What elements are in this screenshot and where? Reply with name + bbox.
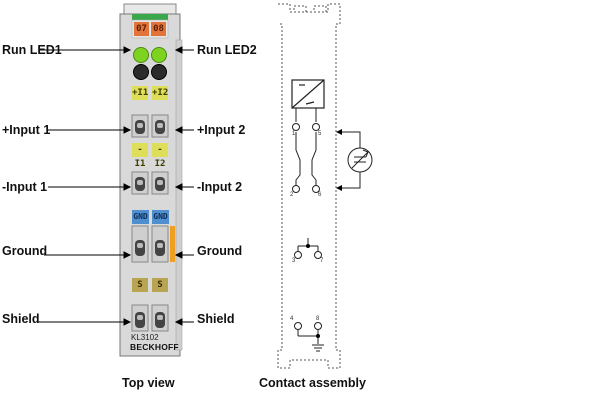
shield-chip-right: S (152, 278, 168, 292)
contact-circles (292, 123, 322, 330)
shield-chip-left: S (132, 278, 148, 292)
caption-contact-assembly: Contact assembly (259, 376, 366, 390)
terminal-row-minus (131, 171, 169, 195)
pin-5: 5 (318, 131, 322, 137)
contact-assembly-outline (277, 3, 341, 369)
caption-top-view: Top view (122, 376, 175, 390)
ground-junction-icon (306, 244, 310, 248)
terminal-row-ground (131, 225, 175, 263)
shield-junction-icon (316, 334, 320, 338)
pin-2: 2 (290, 192, 294, 198)
pin-6: 6 (318, 192, 322, 198)
terminal-row-shield (131, 304, 169, 332)
label-run-led2: Run LED2 (197, 43, 257, 57)
pin-3: 3 (292, 258, 296, 264)
ground-bar (170, 226, 175, 262)
plus-input-label-right: +I2 (152, 86, 169, 100)
run-led2-icon (151, 47, 167, 63)
sensor-arrow-top-icon (336, 129, 342, 135)
plus-input-label-left: +I1 (132, 86, 149, 100)
earth-ground-icon (312, 344, 324, 352)
label-ground-right: Ground (197, 244, 243, 258)
channel-label-left: 07 (134, 22, 149, 36)
sensor-arrow-bottom-icon (336, 185, 342, 191)
terminal-row-plus (131, 114, 169, 138)
pin-7: 7 (320, 258, 324, 264)
label-input1-minus: -Input 1 (2, 180, 48, 194)
label-shield-right: Shield (197, 312, 235, 326)
sensor-input-icon (342, 131, 373, 189)
minus-input-label-right: -I2 (152, 143, 168, 169)
pin-8: 8 (316, 316, 320, 322)
run-led1-icon (133, 47, 149, 63)
contact-wires (295, 108, 319, 344)
label-input2-plus: +Input 2 (197, 123, 246, 137)
gnd-label-left: GND (132, 210, 149, 224)
led-dark-right-icon (151, 64, 167, 80)
ad-converter-icon (291, 79, 325, 109)
label-input1-plus: +Input 1 (2, 123, 51, 137)
led-dark-left-icon (133, 64, 149, 80)
module-model: KL3102 (131, 333, 159, 342)
leader-lines-right (174, 46, 194, 326)
minus-input-label-left: -I1 (132, 143, 148, 169)
label-input2-minus: -Input 2 (197, 180, 243, 194)
label-run-led1: Run LED1 (2, 43, 62, 57)
pin-1: 1 (292, 131, 296, 137)
gnd-label-right: GND (152, 210, 169, 224)
label-ground-left: Ground (2, 244, 48, 258)
module-body (119, 3, 183, 357)
leader-lines-left (38, 46, 132, 326)
pin-4: 4 (290, 316, 294, 322)
channel-label-right: 08 (151, 22, 166, 36)
label-shield-left: Shield (2, 312, 40, 326)
module-brand: BECKHOFF (130, 342, 179, 352)
